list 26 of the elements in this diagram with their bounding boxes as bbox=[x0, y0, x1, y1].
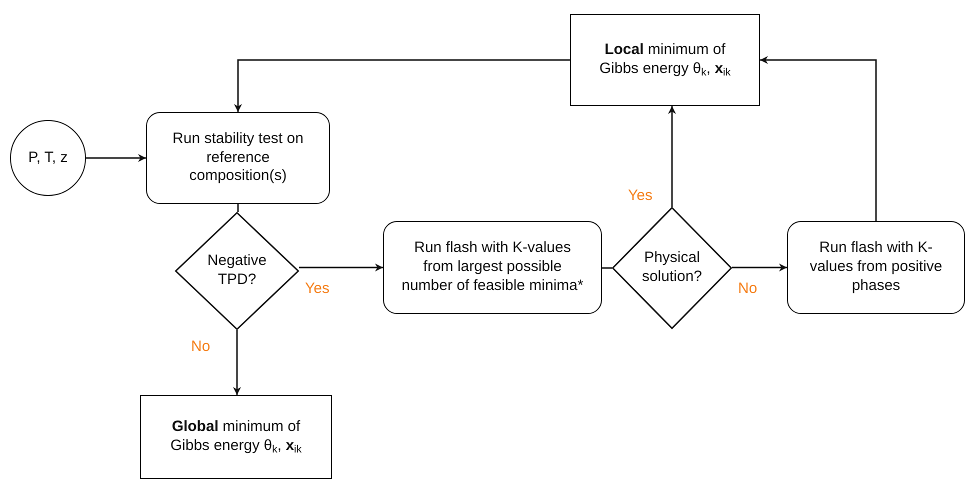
node-text: Physical solution? bbox=[640, 249, 704, 287]
decision-diamond bbox=[612, 207, 732, 329]
arrow bbox=[732, 264, 787, 272]
arrow bbox=[668, 106, 676, 207]
edge-label: No bbox=[736, 280, 760, 296]
arrow bbox=[234, 59, 570, 112]
node-text: Local minimum of Gibbs energy θ$_{k}$, x$_{ik}$ bbox=[598, 40, 732, 80]
result-box bbox=[570, 14, 760, 106]
node-text: P, T, z bbox=[28, 148, 68, 168]
process-box bbox=[787, 221, 965, 314]
arrow bbox=[760, 56, 877, 221]
node-text: Run flash with K-values from largest possible number of feasible minima* bbox=[400, 239, 584, 296]
result-box bbox=[140, 395, 332, 479]
connector-line bbox=[602, 267, 612, 269]
arrow bbox=[233, 330, 241, 395]
node-text: Run flash with K-values from positive phases bbox=[808, 239, 944, 296]
node-text: Run stability test on reference composition(s) bbox=[172, 130, 304, 186]
decision-diamond bbox=[175, 212, 299, 330]
connector-line bbox=[237, 204, 239, 212]
node-text: Negative TPD? bbox=[206, 252, 268, 290]
node-text: Global minimum of Gibbs energy θ$_{k}$, x$_{ik}$ bbox=[169, 418, 303, 456]
arrow bbox=[299, 264, 383, 272]
process-box bbox=[146, 112, 330, 204]
edge-label: Yes bbox=[303, 280, 332, 296]
process-box bbox=[383, 221, 602, 314]
arrow bbox=[86, 154, 146, 162]
